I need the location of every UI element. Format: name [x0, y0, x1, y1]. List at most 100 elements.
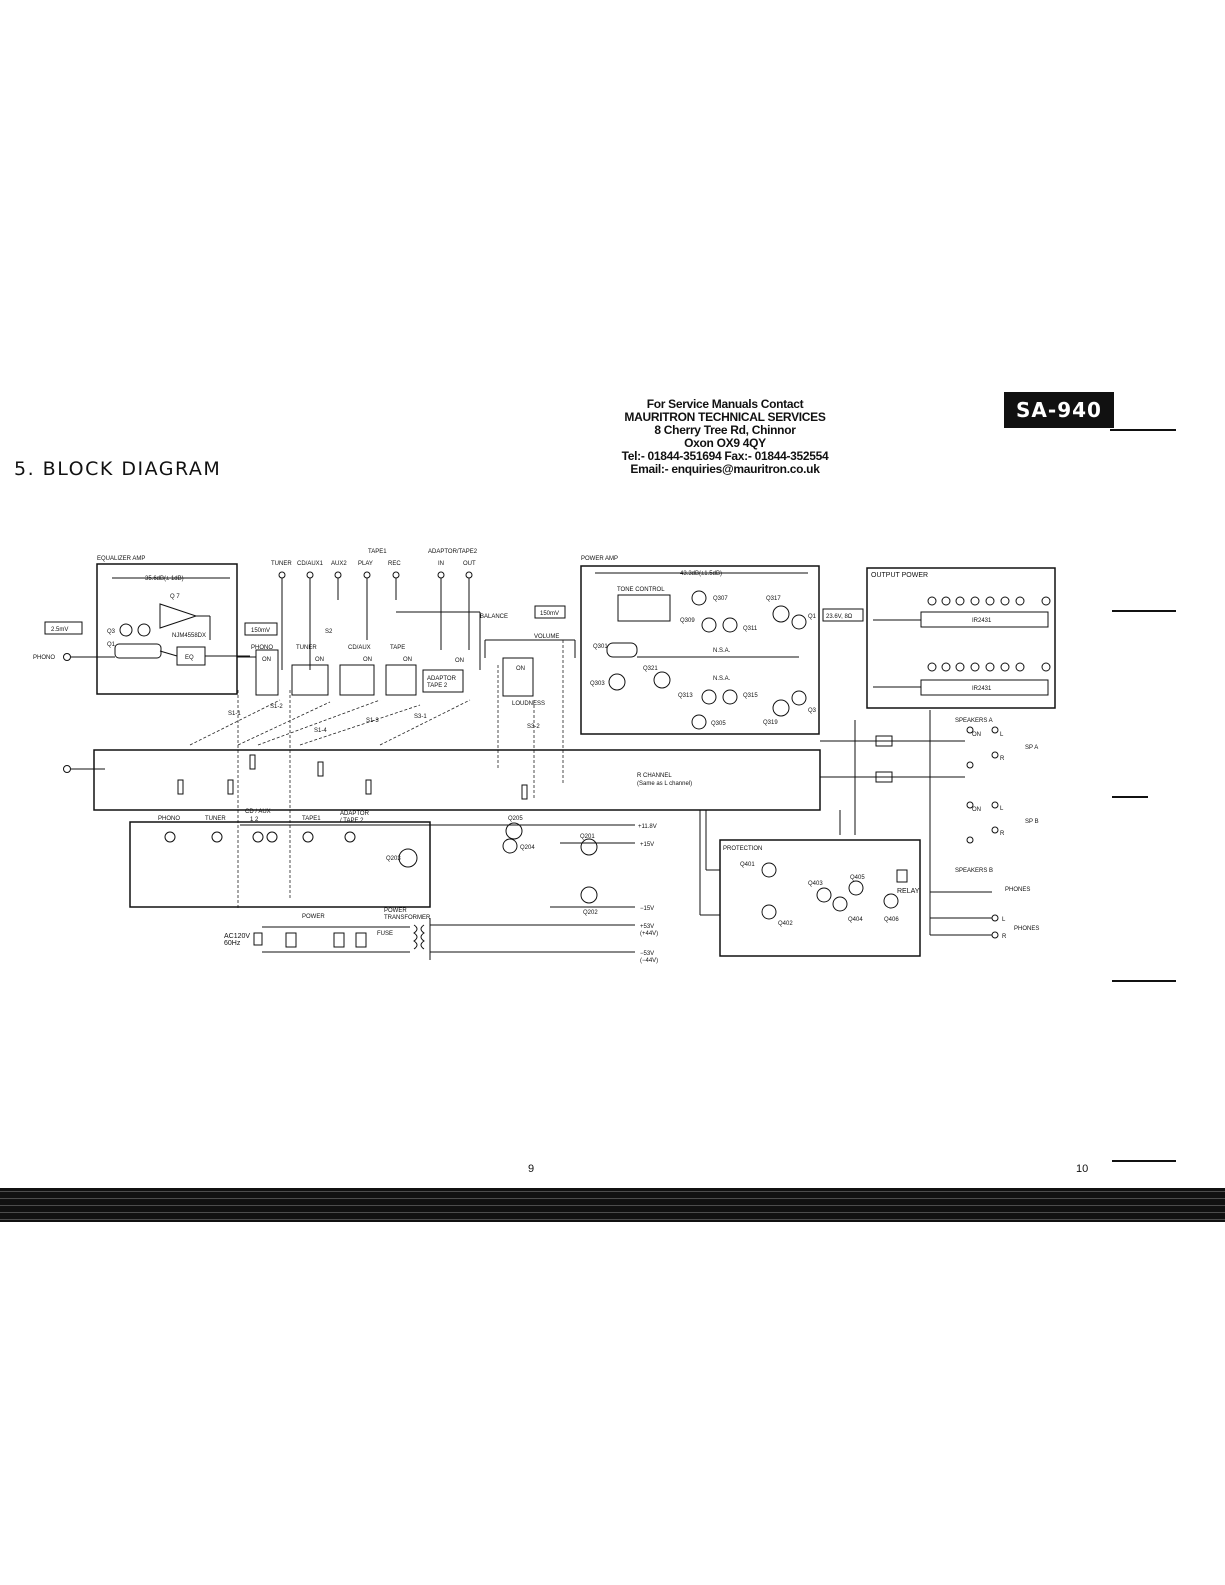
ac-freq-label: 60Hz [224, 940, 241, 947]
r-channel-label: R CHANNEL [637, 773, 672, 779]
r-label: R [1000, 831, 1005, 837]
output-level-label: 23.6V, 8Ω [826, 614, 853, 620]
power-switch-label: POWER [302, 914, 325, 920]
phones-jack-label: PHONES [1014, 926, 1039, 932]
q1-label: Q1 [107, 642, 116, 648]
q321-label: Q321 [643, 666, 658, 672]
q401-label: Q401 [740, 862, 755, 868]
q202-label: Q202 [583, 910, 598, 916]
ic-top-label: IR2431 [972, 618, 992, 624]
eq-gain-label: 35.6dB(± 1dB) [145, 576, 184, 582]
rail-53v-label: +53V(+44V) [640, 924, 658, 937]
q309-label: Q309 [680, 618, 695, 624]
play-label: PLAY [358, 561, 373, 567]
power-amp-label: POWER AMP [581, 556, 618, 562]
after-eq-level-box [244, 622, 278, 636]
sel-on-label: ON [403, 657, 412, 663]
q205-label: Q205 [508, 816, 523, 822]
q319-label: Q319 [763, 720, 778, 726]
wafer-label: S1-3 [366, 718, 379, 724]
transformer-coil-icon [413, 924, 418, 950]
loudness-label: LOUDNESS [512, 701, 545, 707]
panel-tuner-label: TUNER [205, 816, 226, 822]
service-line: For Service Manuals Contact [646, 397, 804, 411]
page-number: 9 [528, 1163, 535, 1175]
sel-on-label: ON [455, 658, 464, 664]
q406-label: Q406 [884, 917, 899, 923]
phono-level-box [44, 621, 83, 635]
level-leds [927, 596, 1051, 672]
protection-box [719, 839, 921, 957]
wafer-label: S1-2 [270, 704, 283, 710]
rail-neg15v-label: −15V [640, 906, 654, 912]
equalizer-amp-box [96, 563, 238, 695]
equalizer-amp-label: EQUALIZER AMP [97, 556, 145, 562]
phono-level-label: 2.5mV [51, 627, 68, 633]
wafer-label: S1-4 [314, 728, 327, 734]
power-gain-label: 43.3dB(±1.5dB) [680, 571, 722, 577]
speaker-terminals [966, 726, 999, 844]
r-channel-box [93, 749, 821, 811]
output-power-label: OUTPUT POWER [871, 572, 928, 579]
panel-cdaux-sub: 1 2 [250, 817, 259, 823]
tape1-label: TAPE1 [368, 549, 387, 555]
eq-ic-label: NJM4558DX [172, 633, 206, 639]
r-channel-switches [177, 754, 528, 800]
power-amp-box [580, 565, 820, 735]
r-phono-jack-icon [63, 765, 71, 773]
q315-label: Q315 [743, 693, 758, 699]
aux2-label: AUX2 [331, 561, 347, 567]
wafer-label: S3-1 [414, 714, 427, 720]
service-line: Oxon OX9 4QY [684, 436, 766, 450]
sel-phono-label: PHONO [251, 645, 273, 651]
transformer-coil-icon [420, 924, 425, 950]
input-jacks [278, 571, 473, 670]
panel-cdaux-label: CD / AUX [245, 809, 271, 815]
in-label: IN [438, 561, 444, 567]
volume-label: VOLUME [534, 634, 559, 640]
divider [1112, 796, 1148, 798]
phones-jack-icon [991, 931, 999, 939]
sp-b-label: SP B [1025, 819, 1039, 825]
speakers-b-label: SPEAKERS B [955, 868, 993, 874]
q7-label: Q 7 [170, 594, 180, 600]
relay-label: RELAY [897, 888, 920, 895]
sel-cdaux-label: CD/AUX [348, 645, 371, 651]
output-level-box [822, 608, 864, 622]
q201-label: Q201 [580, 834, 595, 840]
q301-label: Q301 [593, 644, 608, 650]
divider [1112, 610, 1176, 612]
cd-aux1-label: CD/AUX1 [297, 561, 324, 567]
relay-coil-icon [896, 869, 908, 883]
nsa-label: N.S.A. [713, 648, 731, 654]
q3-label: Q3 [107, 629, 116, 635]
service-line: 8 Cherry Tree Rd, Chinnor [654, 423, 796, 437]
op-amp-symbol [159, 603, 198, 629]
sel-on-label: ON [363, 657, 372, 663]
adaptor-tape2-label: ADAPTOR/TAPE2 [428, 549, 478, 555]
q311-label: Q311 [743, 626, 758, 632]
speakers-a-label: SPEAKERS A [955, 718, 993, 724]
loudness-on-label: ON [516, 666, 525, 672]
block-diagram: EQUALIZER AMP 35.6dB(± 1dB) Q 7 NJM4558D… [33, 549, 1056, 964]
sp-a-label: SP A [1025, 745, 1038, 751]
protection-label: PROTECTION [723, 846, 762, 852]
panel-adaptor-label: ADAPTOR/ TAPE 2 [340, 811, 370, 824]
rail-15v-label: +15V [640, 842, 654, 848]
q402-label: Q402 [778, 921, 793, 927]
rec-label: REC [388, 561, 401, 567]
balance-label: BALANCE [480, 614, 508, 620]
after-eq-level-label: 150mV [251, 628, 270, 634]
service-line: Tel:- 01844-351694 Fax:- 01844-352554 [621, 449, 829, 463]
model-badge: SA-940 [1004, 392, 1114, 428]
ac-label: AC120V [224, 933, 250, 940]
phones-label: PHONES [1005, 887, 1030, 893]
divider [1110, 429, 1176, 431]
r-channel-note: (Same as L channel) [637, 781, 692, 787]
sel-on-label: ON [315, 657, 324, 663]
service-contact-block: For Service Manuals Contact MAURITRON TE… [620, 398, 830, 476]
sel-tuner-label: TUNER [296, 645, 317, 651]
scan-binding-band [0, 1188, 1225, 1222]
q403-label: Q403 [808, 881, 823, 887]
